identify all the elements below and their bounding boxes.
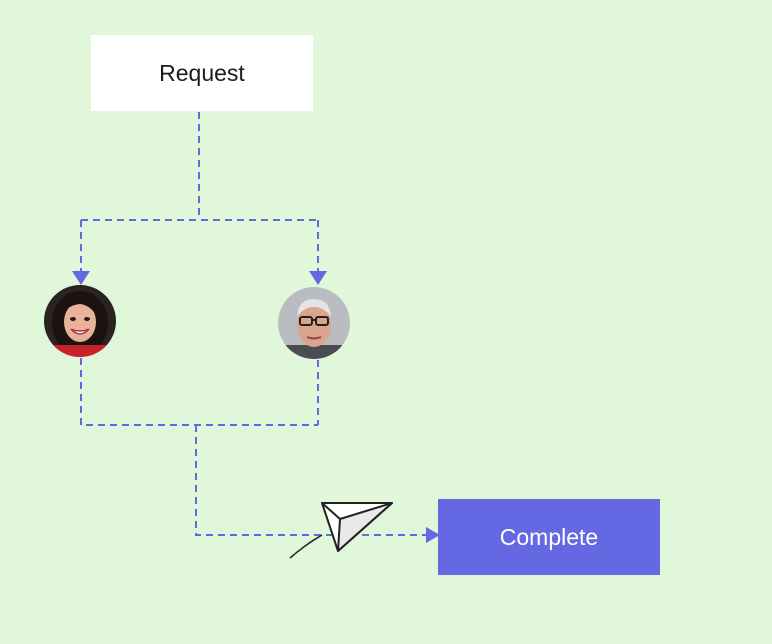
complete-label: Complete <box>499 523 599 550</box>
arrowhead-right <box>309 271 327 285</box>
complete-node: Complete <box>438 499 660 575</box>
avatar-approver-man <box>278 287 350 359</box>
arrowhead-left <box>72 271 90 285</box>
arrowhead-complete <box>426 527 440 543</box>
connector-merge-to-complete <box>195 425 428 536</box>
paper-plane-icon <box>289 502 393 559</box>
connector-from-left-approver <box>80 358 318 426</box>
request-label: Request <box>159 59 245 86</box>
request-node: Request <box>91 35 313 111</box>
avatar-approver-woman <box>44 285 116 357</box>
